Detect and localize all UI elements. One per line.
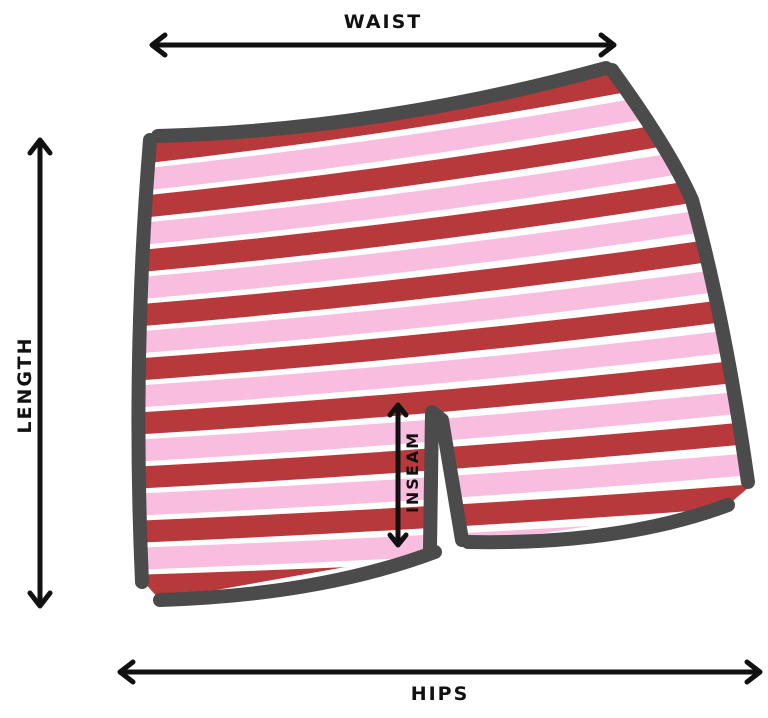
- inseam-label: INSEAM: [403, 431, 422, 513]
- length-label: LENGTH: [14, 336, 36, 433]
- waist-label: WAIST: [344, 11, 423, 33]
- inseam-arrow: [387, 402, 409, 548]
- red-stripe: [139, 294, 749, 381]
- shorts-outline: [131, 61, 755, 607]
- red-stripe: [139, 231, 749, 327]
- hips-arrow: [117, 659, 763, 685]
- red-stripe: [139, 357, 749, 435]
- pink-stripe: [139, 325, 749, 408]
- hips-label: HIPS: [411, 683, 470, 705]
- red-stripe: [139, 68, 749, 111]
- pink-stripe: [139, 199, 749, 300]
- waist-arrow: [149, 32, 617, 58]
- length-arrow: [27, 137, 53, 609]
- red-stripe: [139, 168, 749, 273]
- pink-stripe: [139, 262, 749, 354]
